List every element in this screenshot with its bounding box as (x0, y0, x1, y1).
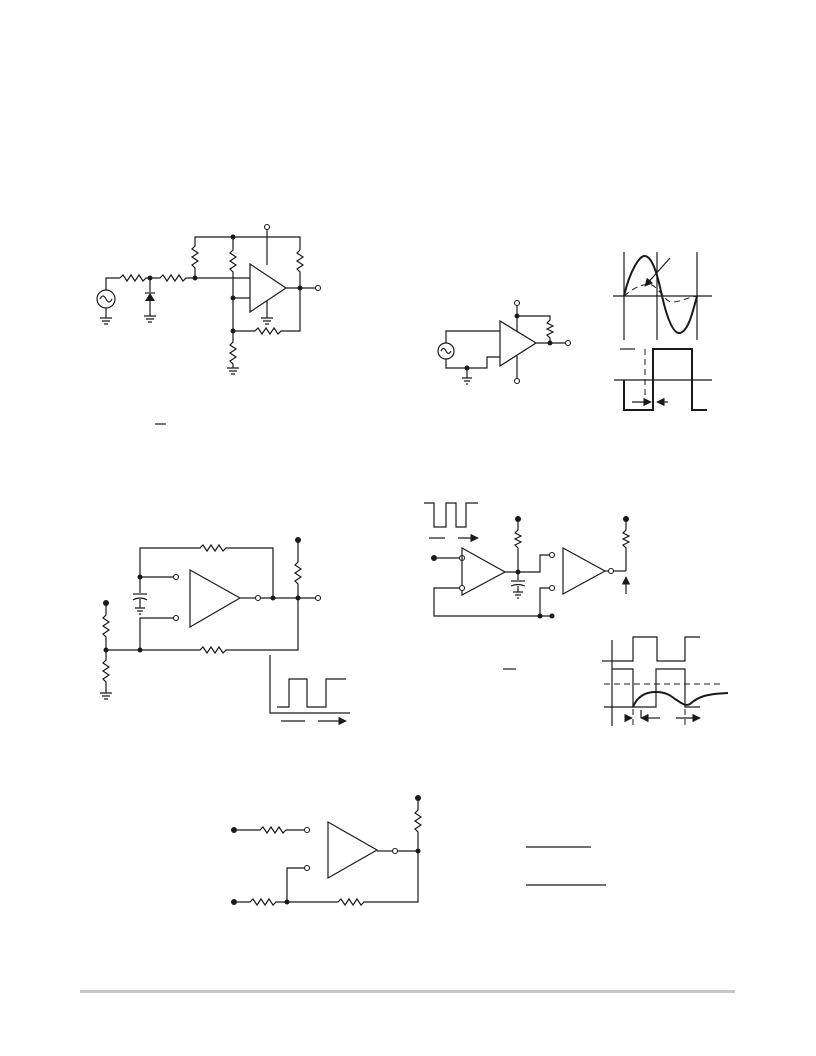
pulse-input-icon (424, 502, 478, 528)
fig6-schematic (424, 502, 631, 670)
rc-charge-trace (632, 690, 729, 708)
fig3-waveform (613, 252, 712, 411)
comparator-1 (249, 262, 288, 314)
square-trace (623, 348, 707, 411)
comparator-6a (461, 546, 507, 597)
comparator-2 (499, 319, 538, 368)
comparator-8 (327, 820, 379, 880)
comparator-6b (562, 546, 607, 596)
comparator-4 (189, 568, 242, 629)
fig1-schematic (96, 223, 322, 425)
capacitor-icon (132, 577, 148, 615)
footer-rule (80, 990, 735, 993)
diode-icon (145, 292, 155, 301)
square-trace (277, 678, 346, 708)
fig5-waveform (269, 655, 350, 726)
capacitor-icon (510, 572, 526, 599)
fig4-schematic (100, 537, 322, 700)
ac-source-icon (437, 342, 455, 360)
ground-icon (100, 317, 112, 325)
sine-trace (623, 255, 698, 334)
fig8-schematic (231, 795, 606, 907)
square-input-trace (612, 636, 700, 662)
resistor-r2 (150, 273, 195, 283)
fig7-waveform (602, 636, 729, 726)
ac-source-icon (96, 289, 116, 309)
fig2-schematic (437, 299, 572, 385)
resistor-r1 (119, 273, 150, 283)
